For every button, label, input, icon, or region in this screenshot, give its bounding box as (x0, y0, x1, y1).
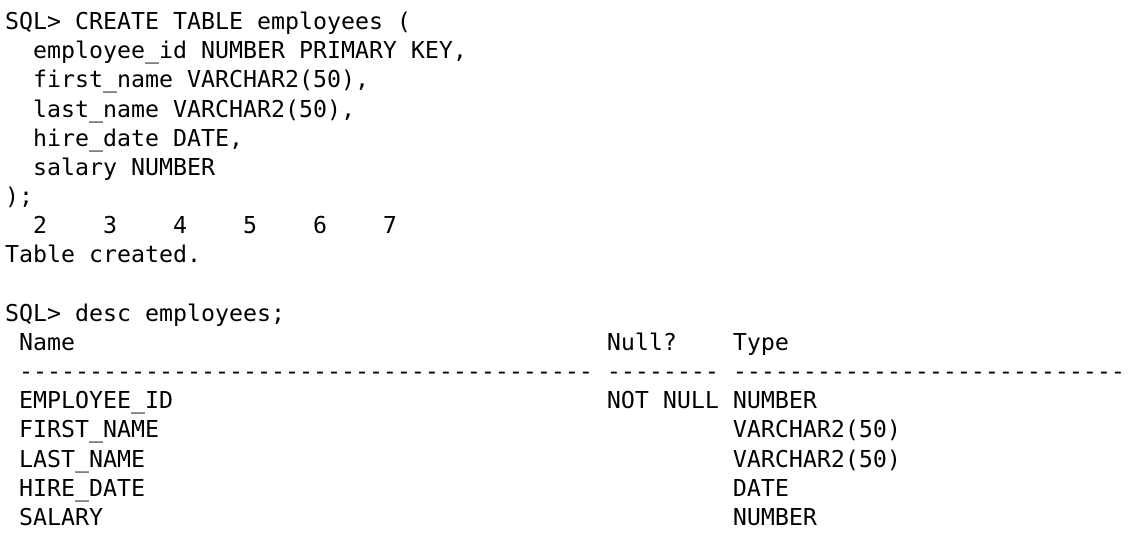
terminal-line-blank (5, 270, 1141, 299)
terminal-line-desc-row-hire-date: HIRE_DATE DATE (5, 474, 789, 502)
terminal-line-continuation-numbers: 2 3 4 5 6 7 (5, 212, 397, 240)
terminal-line-create-col-salary: salary NUMBER (5, 153, 215, 181)
terminal-line-desc-row-employee-id: EMPLOYEE_ID NOT NULL NUMBER (5, 387, 817, 415)
terminal-line-desc-row-last-name: LAST_NAME VARCHAR2(50) (5, 445, 901, 473)
terminal-line-table-created-message: Table created. (5, 241, 201, 269)
terminal-output[interactable]: SQL> CREATE TABLE employees ( employee_i… (5, 7, 1141, 532)
terminal-line-create-col-first-name: first_name VARCHAR2(50), (5, 66, 369, 94)
terminal-line-create-col-last-name: last_name VARCHAR2(50), (5, 95, 355, 123)
terminal-line-desc-row-first-name: FIRST_NAME VARCHAR2(50) (5, 416, 901, 444)
terminal-line-desc-row-salary: SALARY NUMBER (5, 503, 817, 531)
terminal-line-create-col-hire-date: hire_date DATE, (5, 124, 243, 152)
terminal-line-sql-desc-prompt: SQL> desc employees; (5, 299, 285, 327)
terminal-line-desc-ruler: ----------------------------------------… (5, 358, 1125, 386)
terminal-line-create-col-employee-id: employee_id NUMBER PRIMARY KEY, (5, 37, 467, 65)
terminal-line-sql-create-prompt: SQL> CREATE TABLE employees ( (5, 8, 411, 35)
terminal-line-desc-header: Name Null? Type (5, 328, 789, 356)
terminal-line-create-close-paren: ); (5, 183, 33, 211)
